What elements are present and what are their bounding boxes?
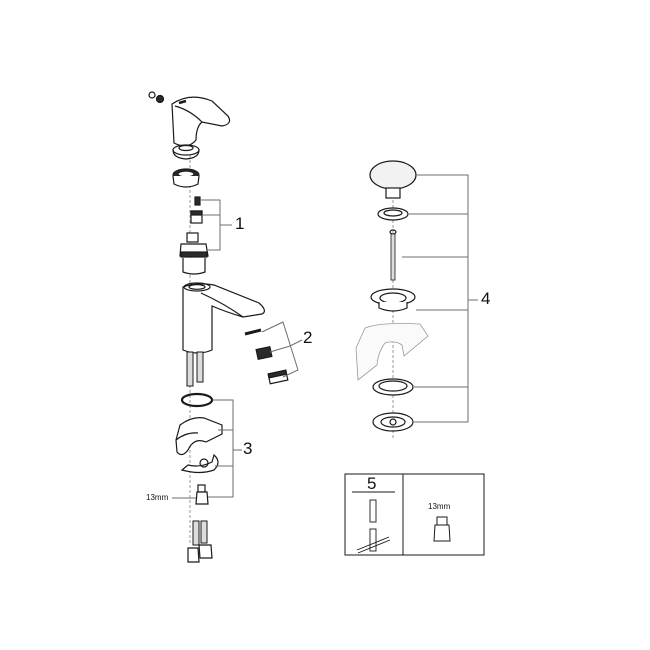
callout-4-leader	[402, 174, 478, 423]
wrench-socket-icon	[433, 516, 451, 542]
aerator-icon	[267, 369, 289, 385]
hose-ends-icon	[187, 520, 213, 563]
callout-2-label: 2	[303, 328, 313, 347]
stud-wrench-size-label: 13mm	[146, 493, 169, 502]
callout-5-label: 5	[367, 474, 377, 493]
aerator-seal-icon	[244, 328, 262, 336]
mounting-bracket-icon	[175, 417, 223, 456]
callout-3-leader	[172, 399, 242, 499]
lever-handle-icon	[171, 96, 231, 147]
o-ring-icon	[180, 392, 214, 408]
pop-up-plug-icon	[369, 160, 417, 199]
threaded-rod-icon	[389, 229, 397, 281]
waste-flange-icon	[370, 288, 416, 312]
cartridge-screw-icon	[194, 196, 201, 206]
horseshoe-washer-icon	[180, 453, 219, 474]
faucet-body-icon	[182, 282, 265, 354]
cap-ring-icon	[172, 144, 200, 160]
callout-4-label: 4	[481, 289, 491, 308]
handle-screw-icon	[148, 91, 165, 104]
aerator-insert-icon	[255, 345, 273, 361]
cartridge-nut-icon	[190, 210, 203, 224]
callout-2-leader	[261, 321, 303, 378]
service-key-icon	[356, 499, 391, 554]
waste-body-icon	[372, 412, 414, 432]
plug-seal-icon	[377, 207, 409, 221]
tool-wrench-size-label: 13mm	[428, 502, 451, 511]
callout-3-label: 3	[243, 439, 253, 458]
gasket-icon	[372, 378, 414, 396]
callout-1-label: 1	[235, 214, 245, 233]
tool-box	[344, 473, 485, 556]
basin-section-icon	[355, 323, 429, 381]
threaded-stud-icon	[195, 484, 209, 505]
retaining-nut-icon	[172, 168, 200, 188]
callout-1-leader	[200, 199, 232, 251]
flex-hoses-icon	[186, 351, 204, 387]
cartridge-icon	[179, 232, 209, 275]
